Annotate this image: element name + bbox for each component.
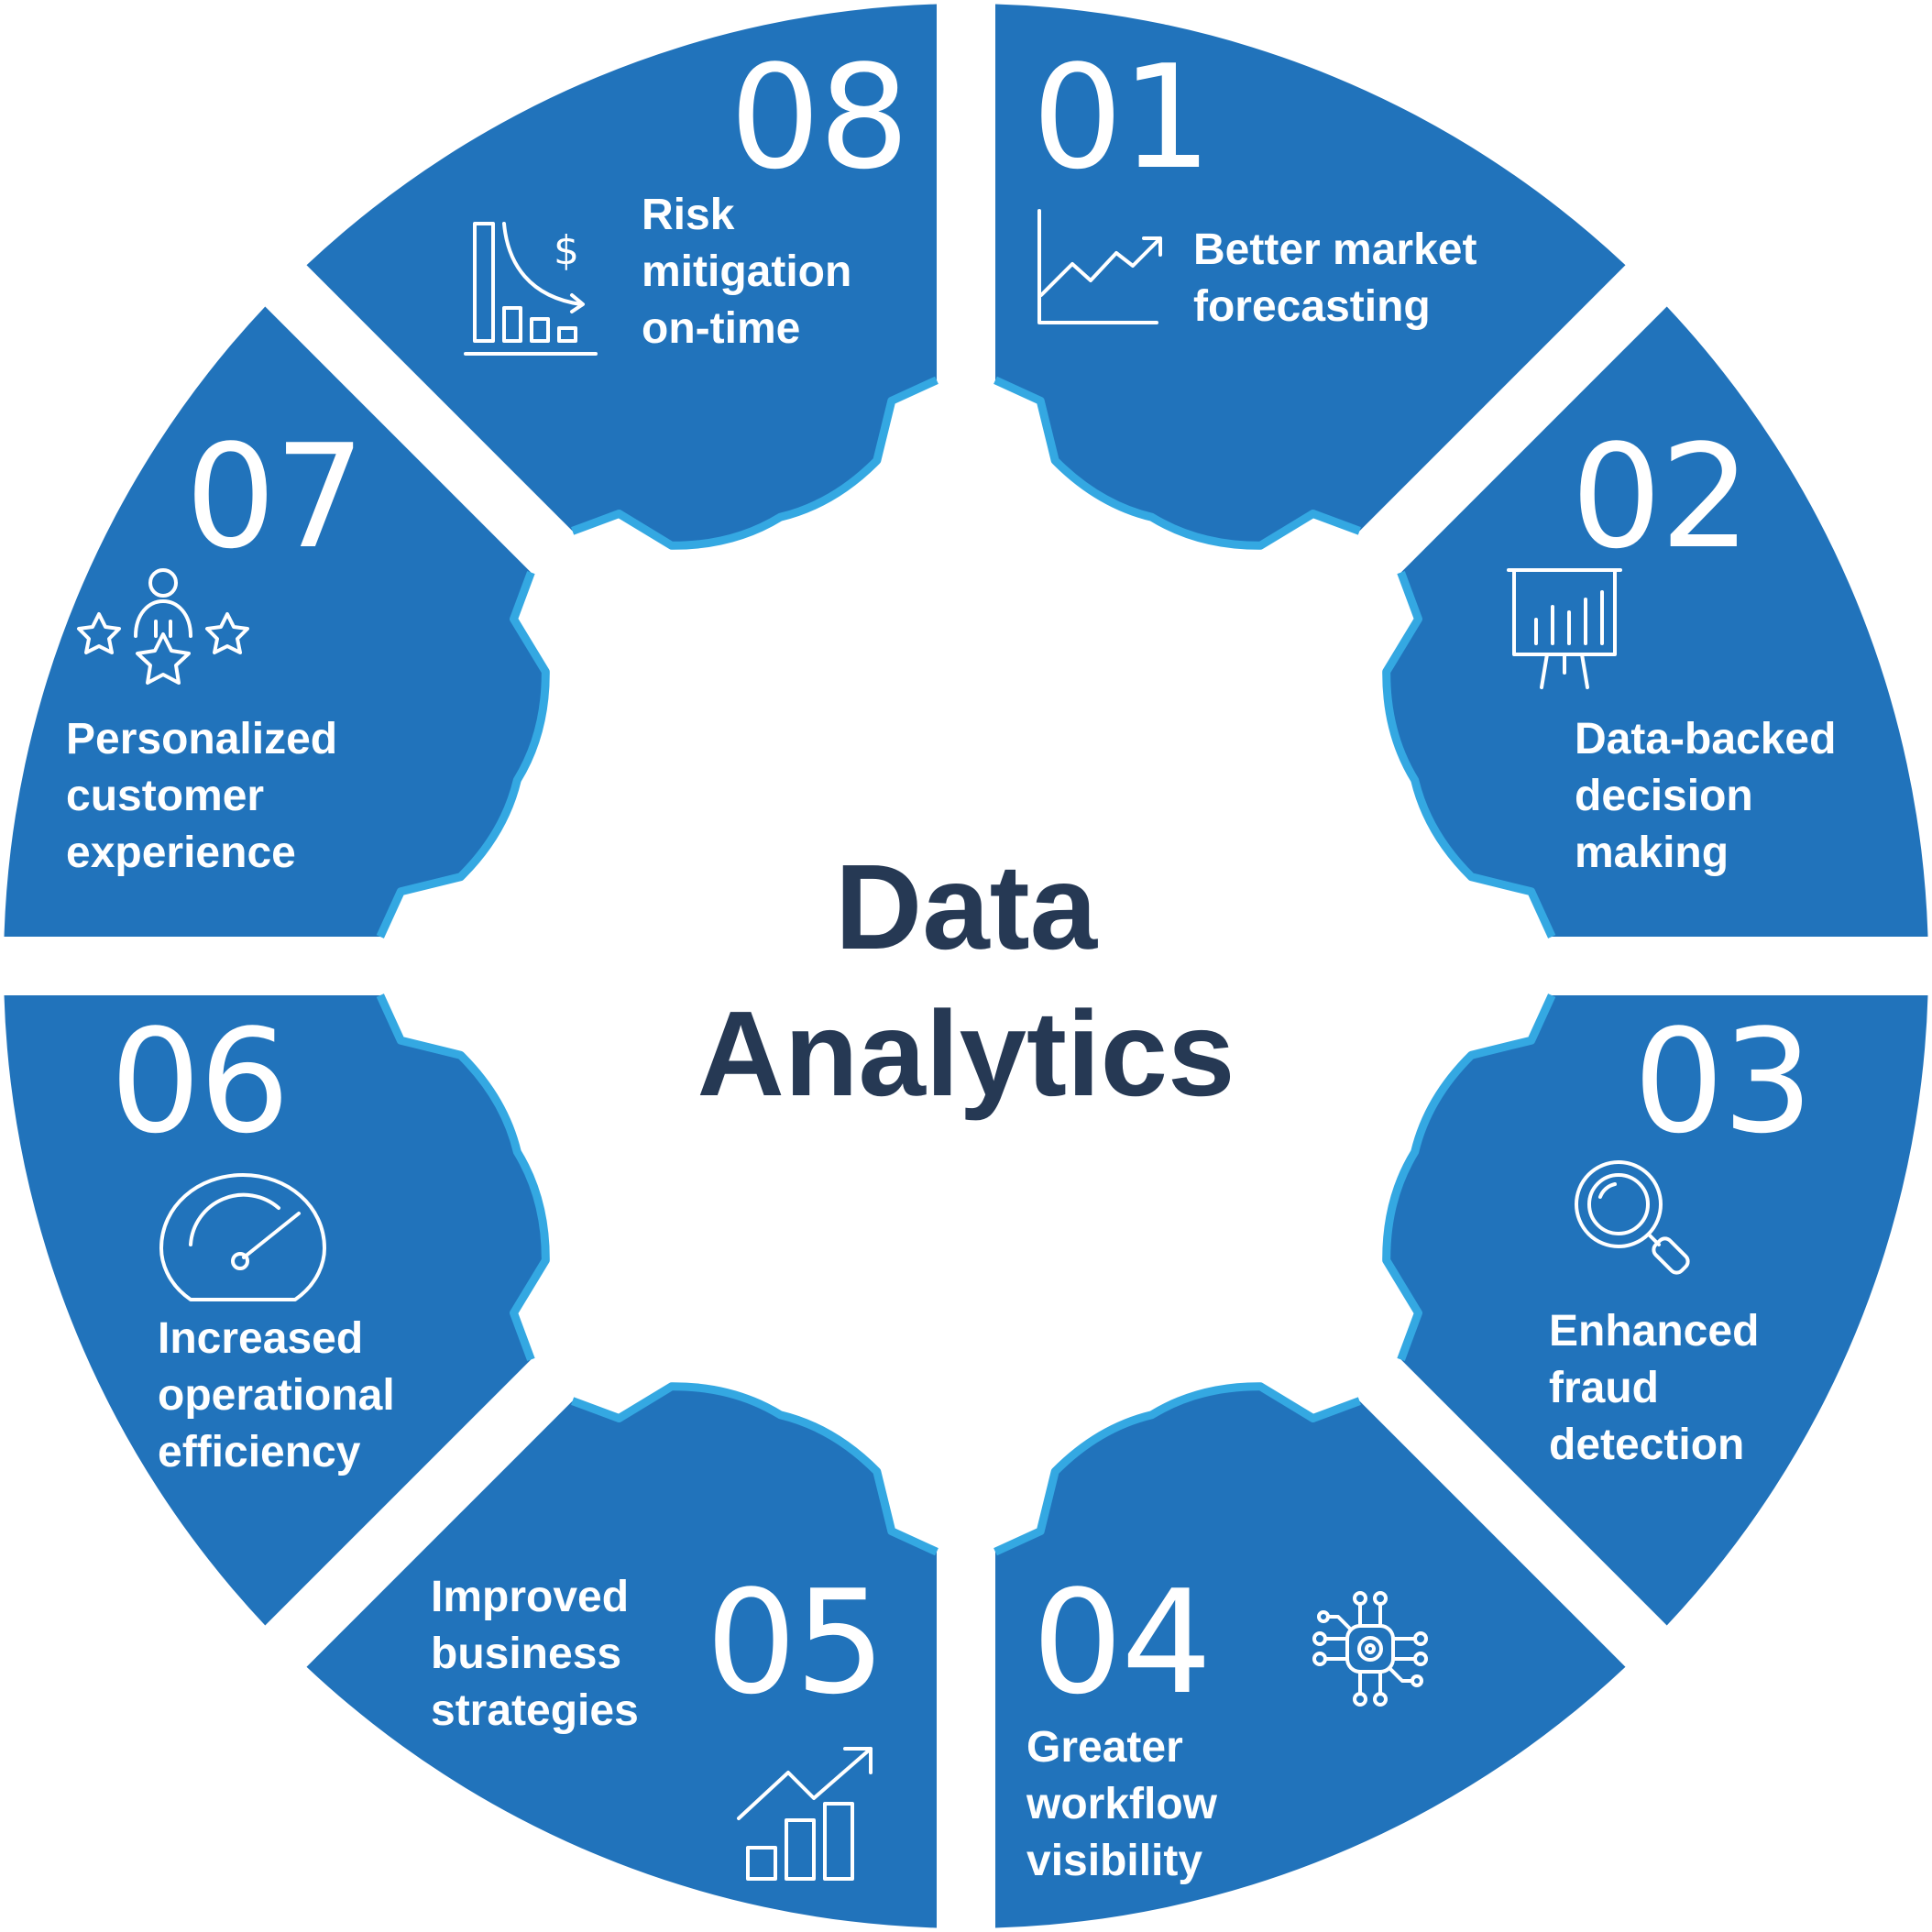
- segment-inner-edge: [571, 1382, 939, 1556]
- segment-08-number: 08: [730, 34, 910, 201]
- segment-08: [306, 4, 937, 546]
- center-title: Data Analytics: [697, 840, 1235, 1121]
- line-chart-icon: [1036, 207, 1164, 326]
- segment-inner-edge: [993, 376, 1361, 550]
- segment-07: [4, 306, 546, 937]
- segment-05: [306, 1386, 937, 1928]
- segment-05-number: 05: [706, 1559, 886, 1726]
- segment-03: [1386, 995, 1928, 1626]
- segment-03-number: 03: [1633, 998, 1814, 1165]
- segment-04-number: 04: [1032, 1559, 1213, 1726]
- speedometer-icon: [158, 1171, 328, 1305]
- presentation-board-icon: [1505, 566, 1624, 691]
- segment-inner-edge: [571, 376, 939, 550]
- svg-text:$: $: [554, 227, 579, 274]
- segments-layer: [4, 4, 1928, 1928]
- segment-inner-edge: [1382, 571, 1556, 939]
- segment-07-number: 07: [185, 413, 366, 580]
- segment-01-number: 01: [1032, 34, 1213, 201]
- segment-06: [4, 995, 546, 1626]
- segment-02-number: 02: [1571, 413, 1751, 580]
- segment-inner-edge: [1382, 993, 1556, 1361]
- magnifier-icon: [1573, 1158, 1694, 1279]
- customer-rating-icon: [71, 566, 255, 704]
- segment-02: [1386, 306, 1928, 937]
- segment-06-number: 06: [110, 998, 291, 1165]
- segment-inner-edge: [376, 571, 550, 939]
- segment-inner-edge: [376, 993, 550, 1361]
- segment-inner-edge: [993, 1382, 1361, 1556]
- circuit-node-icon: [1301, 1580, 1439, 1718]
- segment-04: [995, 1386, 1626, 1928]
- growth-bar-chart-icon: [733, 1745, 880, 1883]
- cost-reduction-icon: $: [464, 220, 598, 357]
- segment-01: [995, 4, 1626, 546]
